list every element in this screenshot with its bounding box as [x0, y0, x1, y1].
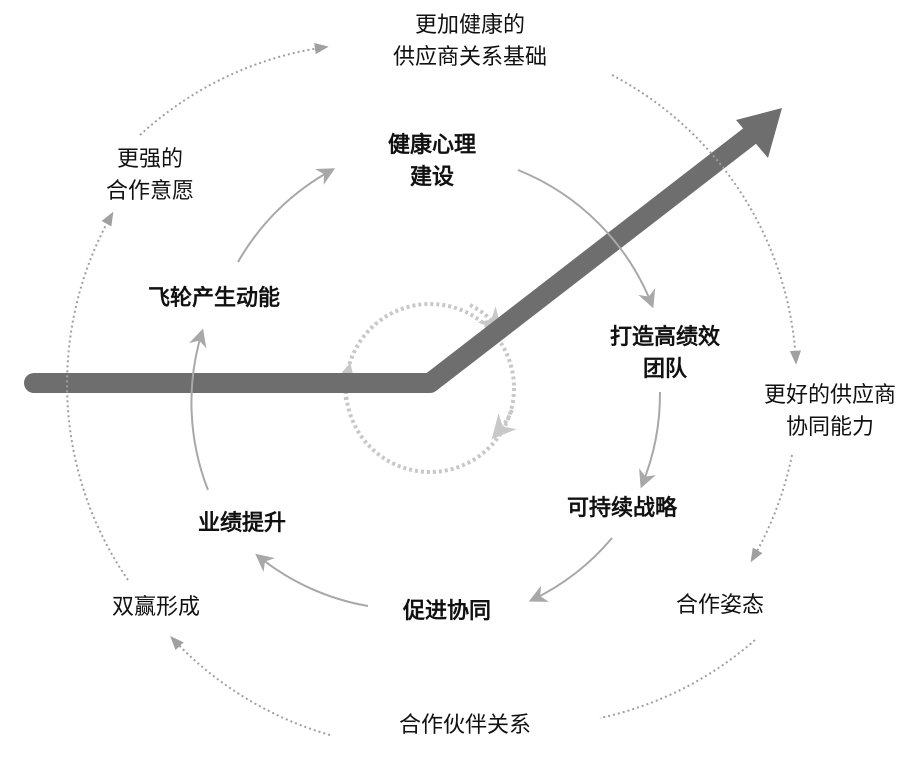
label-line: 合作姿态	[675, 593, 765, 618]
center-dotted-circle	[344, 302, 516, 474]
inner-arrow	[639, 391, 662, 489]
outer-label-win-win: 双赢形成	[112, 592, 200, 624]
inner-label-performance: 业绩提升	[198, 508, 286, 540]
inner-label-healthy-mindset: 健康心理建设	[388, 130, 476, 194]
inner-label-high-performance-team: 打造高绩效团队	[610, 322, 720, 386]
label-line: 供应商关系基础	[392, 45, 548, 70]
growth-arrowhead	[736, 108, 782, 158]
label-line: 合作伙伴关系	[398, 713, 532, 738]
label-line: 合作意愿	[105, 179, 195, 204]
label-line: 业绩提升	[197, 511, 287, 536]
outer-label-cooperation-willingness: 更强的合作意愿	[106, 144, 194, 208]
growth-arrow	[24, 118, 770, 393]
outer-label-partnership: 合作伙伴关系	[399, 710, 531, 742]
label-line: 促进协同	[402, 599, 492, 624]
center-arrow	[491, 409, 517, 440]
inner-arrow	[189, 328, 209, 491]
inner-arrow	[517, 169, 656, 309]
label-line: 打造高绩效	[609, 325, 721, 350]
outer-label-supplier-foundation: 更加健康的供应商关系基础	[393, 10, 547, 74]
label-line: 更加健康的	[414, 13, 526, 38]
label-line: 可持续战略	[566, 496, 678, 521]
label-line: 协同能力	[785, 415, 875, 440]
outer-arrow	[611, 74, 801, 365]
inner-arrow	[255, 553, 369, 607]
outer-arrow	[599, 639, 756, 719]
label-line: 健康心理	[387, 133, 477, 158]
label-line: 双赢形成	[111, 595, 201, 620]
outer-arrow	[750, 454, 793, 563]
label-line: 建设	[409, 165, 455, 190]
outer-label-supplier-synergy: 更好的供应商协同能力	[764, 380, 896, 444]
inner-arrow	[237, 168, 336, 263]
inner-label-flywheel-momentum: 飞轮产生动能	[148, 283, 280, 315]
outer-arrow	[66, 211, 129, 581]
inner-label-sustainable-strategy: 可持续战略	[567, 493, 677, 525]
label-line: 更好的供应商	[763, 383, 897, 408]
outer-label-cooperation-stance: 合作姿态	[676, 590, 764, 622]
label-line: 飞轮产生动能	[147, 286, 281, 311]
outer-arrow	[170, 635, 331, 736]
inner-arrow	[528, 537, 613, 602]
label-line: 团队	[642, 357, 688, 382]
outer-arrow	[139, 43, 329, 136]
inner-label-collaboration: 促进协同	[403, 596, 491, 628]
label-line: 更强的	[116, 147, 184, 172]
